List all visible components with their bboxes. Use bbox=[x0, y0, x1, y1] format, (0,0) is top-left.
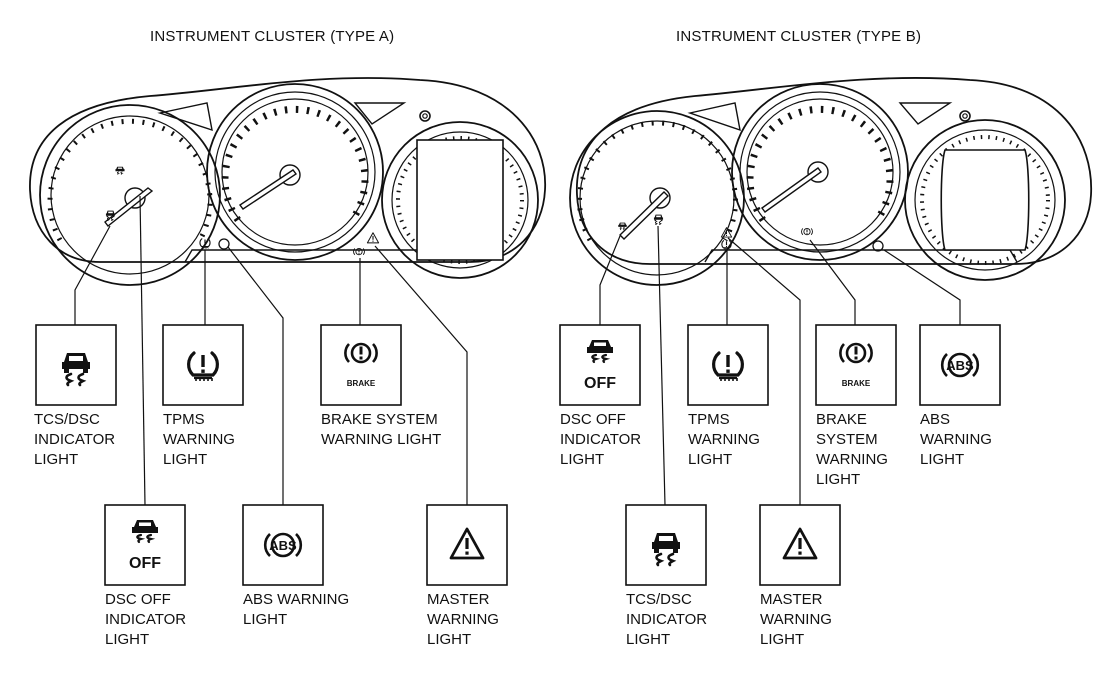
tpms-icon bbox=[711, 351, 745, 383]
label-abs: ABS WARNING LIGHT bbox=[920, 411, 992, 468]
icon-box-tcs-dsc bbox=[35, 324, 117, 406]
label-tcs-dsc: TCS/DSC INDICATOR LIGHT bbox=[626, 591, 708, 648]
leader-lines-type-a bbox=[74, 195, 468, 506]
dsc-off-icon bbox=[585, 338, 615, 364]
label-brake: BRAKE SYSTEM WARNING LIGHT bbox=[321, 411, 442, 448]
cluster-housing bbox=[576, 77, 1093, 265]
icon-box-master bbox=[426, 504, 508, 586]
label-master: MASTER WARNING LIGHT bbox=[760, 591, 832, 648]
label-brake: BRAKE SYSTEM WARNING LIGHT bbox=[816, 411, 888, 488]
center-gauge bbox=[206, 83, 384, 261]
icon-box-abs bbox=[242, 504, 324, 586]
cluster-type-a bbox=[29, 77, 546, 586]
right-gauge bbox=[904, 119, 1066, 281]
tcs-dsc-icon bbox=[650, 531, 682, 567]
tcs-dsc-icon bbox=[60, 351, 92, 387]
icon-box-dsc-off bbox=[104, 504, 186, 586]
leader-lines-type-b bbox=[599, 225, 961, 506]
icon-box-brake bbox=[815, 324, 897, 406]
label-abs: ABS WARNING LIGHT bbox=[243, 591, 350, 628]
trip-knob bbox=[419, 110, 431, 122]
cluster-type-b bbox=[559, 77, 1093, 586]
brake-icon-text: BRAKE bbox=[842, 379, 871, 388]
center-gauge bbox=[731, 83, 909, 261]
label-dsc-off: DSC OFF INDICATOR LIGHT bbox=[105, 591, 187, 648]
icon-box-abs bbox=[919, 324, 1001, 406]
right-gauge bbox=[381, 121, 539, 279]
cluster-housing bbox=[29, 77, 546, 263]
vent-left bbox=[687, 102, 741, 132]
dsc-off-icon-text: OFF bbox=[129, 555, 161, 572]
brake-icon bbox=[344, 342, 378, 364]
icon-box-brake bbox=[320, 324, 402, 406]
brake-icon bbox=[839, 342, 873, 364]
cluster-title-type-a: INSTRUMENT CLUSTER (TYPE A) bbox=[150, 28, 395, 45]
left-gauge bbox=[39, 104, 221, 286]
vent-right bbox=[898, 102, 953, 125]
vent-left bbox=[157, 102, 213, 132]
vent-right bbox=[353, 102, 407, 125]
label-tpms: TPMS WARNING LIGHT bbox=[163, 411, 235, 468]
dsc-off-icon-text: OFF bbox=[584, 375, 616, 392]
tpms-icon bbox=[186, 351, 220, 383]
icon-box-tpms bbox=[162, 324, 244, 406]
abs-icon-text: ABS bbox=[269, 538, 297, 553]
label-dsc-off: DSC OFF INDICATOR LIGHT bbox=[560, 411, 642, 468]
label-tpms: TPMS WARNING LIGHT bbox=[688, 411, 760, 468]
dsc-off-icon bbox=[130, 518, 160, 544]
icon-box-dsc-off bbox=[559, 324, 641, 406]
icon-box-tcs-dsc bbox=[625, 504, 707, 586]
master-warning-icon bbox=[782, 527, 818, 560]
abs-icon-text: ABS bbox=[946, 358, 974, 373]
icon-box-master bbox=[759, 504, 841, 586]
master-warning-icon bbox=[449, 527, 485, 560]
brake-icon-text: BRAKE bbox=[347, 379, 376, 388]
label-tcs-dsc: TCS/DSC INDICATOR LIGHT bbox=[34, 411, 116, 468]
trip-knob bbox=[959, 110, 971, 122]
cluster-title-type-b: INSTRUMENT CLUSTER (TYPE B) bbox=[676, 28, 922, 45]
icon-box-tpms bbox=[687, 324, 769, 406]
label-master: MASTER WARNING LIGHT bbox=[427, 591, 499, 648]
